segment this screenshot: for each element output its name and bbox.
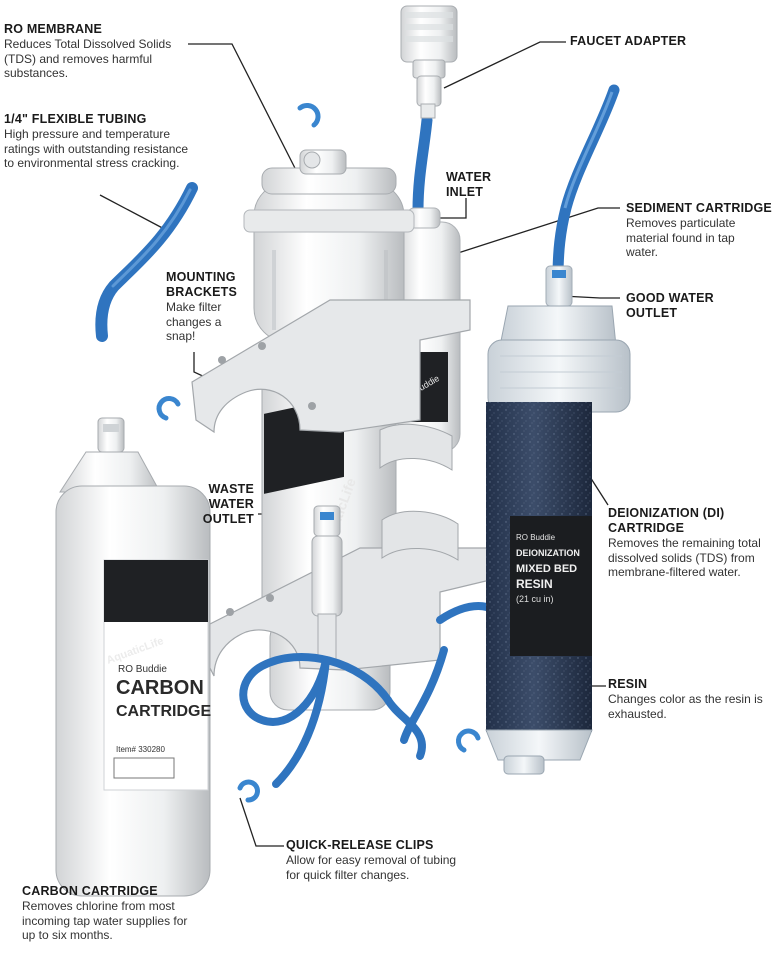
callout-flexible-tubing: 1/4" FLEXIBLE TUBING High pressure and t… — [4, 112, 194, 171]
leader-ro-membrane — [188, 43, 301, 179]
callout-quick-release-clips: QUICK-RELEASE CLIPS Allow for easy remov… — [286, 838, 472, 882]
di-series-text: RO Buddie — [516, 533, 556, 542]
callout-title: WATER INLET — [446, 170, 492, 199]
carbon-name-1: CARBON — [116, 677, 204, 699]
callout-resin: RESIN Changes color as the resin is exha… — [608, 677, 768, 721]
loose-clip-right — [456, 728, 481, 753]
callout-good-water-outlet: GOOD WATER OUTLET — [626, 291, 716, 321]
callout-sediment-cartridge: SEDIMENT CARTRIDGE Removes particulate m… — [626, 201, 776, 260]
callout-title: CARBON CARTRIDGE — [22, 884, 158, 898]
di-name-3: RESIN — [516, 577, 553, 591]
callout-title: QUICK-RELEASE CLIPS — [286, 838, 434, 852]
faucet-adapter-assembly — [400, 5, 458, 216]
di-name-2: MIXED BED — [516, 563, 577, 575]
callout-water-inlet: WATER INLET — [446, 170, 506, 200]
callout-desc: Reduces Total Dissolved Solids (TDS) and… — [4, 37, 172, 80]
callout-title: FAUCET ADAPTER — [570, 34, 687, 48]
leader-good-water — [561, 295, 620, 299]
di-name-1: DEIONIZATION — [516, 548, 580, 558]
good-water-tube — [552, 84, 620, 284]
callout-title: DEIONIZATION (DI) CARTRIDGE — [608, 506, 725, 535]
loose-clip-bottom — [237, 779, 260, 803]
callout-title: RESIN — [608, 677, 648, 691]
carbon-name-2: CARTRIDGE — [116, 703, 211, 720]
callout-faucet-adapter: FAUCET ADAPTER — [570, 34, 730, 49]
callout-title: RO MEMBRANE — [4, 22, 103, 36]
callout-desc: Removes particulate material found in ta… — [626, 216, 736, 259]
loose-clip-top — [297, 103, 321, 128]
callout-desc: Changes color as the resin is exhausted. — [608, 692, 763, 721]
mounting-bracket-lower — [205, 510, 491, 677]
waste-water-fitting — [311, 505, 343, 661]
callout-desc: Allow for easy removal of tubing for qui… — [286, 853, 457, 882]
callout-waste-water-outlet: WASTE WATER OUTLET — [190, 482, 254, 527]
callout-desc: Removes chlorine from most incoming tap … — [22, 899, 188, 942]
carbon-item-text: Item# 330280 — [116, 745, 165, 754]
carbon-series-text: RO Buddie — [118, 664, 167, 675]
leader-sediment — [429, 207, 620, 263]
callout-desc: Removes the remaining total dissolved so… — [608, 536, 761, 579]
callout-desc: High pressure and temperature ratings wi… — [4, 127, 189, 170]
callout-carbon-cartridge: CARBON CARTRIDGE Removes chlorine from m… — [22, 884, 202, 943]
mounting-bracket-upper — [191, 299, 471, 471]
callout-desc: Make filter changes a snap! — [166, 300, 222, 343]
callout-title: GOOD WATER OUTLET — [626, 291, 714, 320]
loose-clip-left — [156, 396, 181, 421]
leader-flexible-tubing — [99, 194, 171, 233]
callout-title: WASTE WATER OUTLET — [202, 482, 254, 526]
leader-faucet-adapter — [443, 41, 566, 89]
di-size-text: (21 cu in) — [516, 594, 554, 604]
carbon-cartridge-body: AquaticLife RO Buddie CARBON CARTRIDGE I… — [55, 417, 211, 897]
callout-ro-membrane: RO MEMBRANE Reduces Total Dissolved Soli… — [4, 22, 184, 81]
leader-quick-release — [239, 797, 284, 847]
callout-mounting-brackets: MOUNTING BRACKETS Make filter changes a … — [166, 270, 252, 344]
callout-title: SEDIMENT CARTRIDGE — [626, 201, 772, 215]
callout-title: 1/4" FLEXIBLE TUBING — [4, 112, 147, 126]
di-cartridge-body: RO Buddie DEIONIZATION MIXED BED RESIN (… — [485, 265, 631, 775]
callout-deionization-cartridge: DEIONIZATION (DI) CARTRIDGE Removes the … — [608, 506, 776, 580]
callout-title: MOUNTING BRACKETS — [166, 270, 238, 299]
